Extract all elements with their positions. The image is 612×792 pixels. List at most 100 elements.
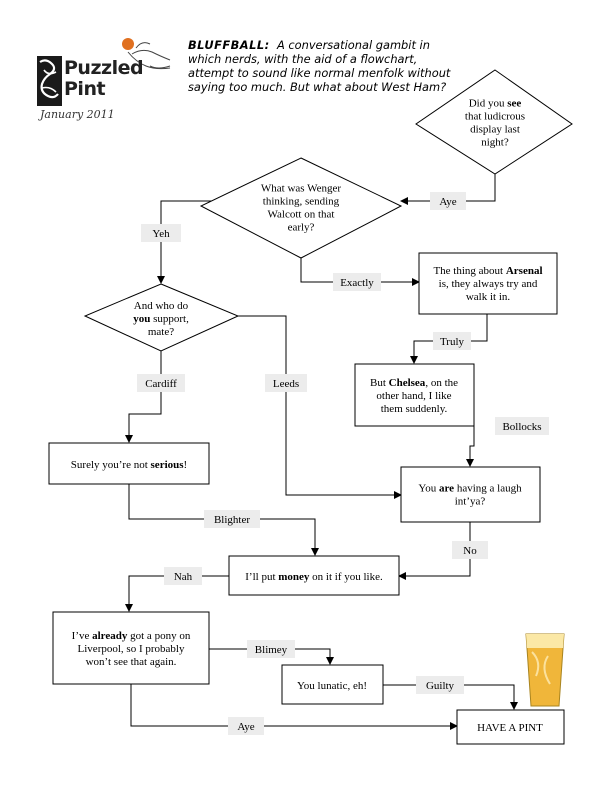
node-line: You are having a laugh (418, 483, 522, 495)
node-line: Walcott on that (268, 209, 335, 221)
edge-label-leeds: Leeds (265, 374, 307, 392)
edge-label-bg (137, 374, 185, 392)
edge-leeds (238, 315, 402, 499)
edge-label-aye1: Aye (430, 192, 466, 210)
edge-label-aye2: Aye (228, 717, 264, 735)
edge-label-bg (452, 541, 488, 559)
logo-mark (37, 56, 62, 106)
edge-label-no: No (452, 541, 488, 559)
edge-label-cardiff: Cardiff (137, 374, 185, 392)
node-label-n10: You lunatic, eh! (297, 680, 367, 692)
node-label-n6: Surely you’re not serious! (71, 459, 187, 471)
node-chelsea (354, 363, 475, 427)
edge-label-bollocks: Bollocks (495, 417, 549, 435)
edge-label-blimey: Blimey (247, 640, 295, 658)
edge-label-bg (164, 567, 202, 585)
edge-label-text: Blimey (255, 644, 288, 656)
node-lunatic (281, 664, 384, 705)
edge-label-bg (141, 224, 181, 242)
edge-label-bg (416, 676, 464, 694)
edge-label-guilty: Guilty (416, 676, 464, 694)
edge-label-text: Truly (440, 336, 465, 348)
node-did-you-see (415, 69, 573, 175)
node-line: What was Wenger (261, 183, 341, 195)
node-label-n8: I’ll put money on it if you like. (245, 571, 383, 583)
edge-label-text: Exactly (340, 277, 374, 289)
edge-label-text: Leeds (273, 378, 299, 390)
intro-definition: A conversational gambit in which nerds, … (188, 38, 451, 94)
node-who-support (83, 283, 240, 352)
edge-label-exactly: Exactly (333, 273, 381, 291)
edge-label-text: Blighter (214, 514, 250, 526)
node-line: night? (481, 137, 509, 149)
node-arsenal (418, 252, 558, 315)
edge-label-bg (204, 510, 260, 528)
node-line: thinking, sending (263, 196, 340, 208)
logo-month: January 2011 (40, 108, 115, 121)
edge-aye-2 (130, 684, 458, 730)
edge-label-bg (265, 374, 307, 392)
node-line: Did you see (469, 98, 522, 110)
node-put-money (228, 555, 400, 596)
edge-label-text: Guilty (426, 680, 455, 692)
edge-no (398, 522, 471, 580)
edge-cardiff (125, 351, 162, 443)
node-wenger (199, 157, 403, 259)
node-line: walk it in. (466, 291, 511, 303)
node-line: And who do (134, 300, 189, 312)
edge-label-text: Aye (237, 721, 254, 733)
edge-label-text: Yeh (152, 228, 170, 240)
node-line: But Chelsea, on the (370, 377, 458, 389)
edge-bollocks (466, 426, 475, 467)
node-line: display last (470, 124, 520, 136)
edge-label-bg (433, 332, 471, 350)
node-line: int’ya? (455, 496, 486, 508)
node-line: Surely you’re not serious! (71, 459, 187, 471)
edge-label-nah: Nah (164, 567, 202, 585)
edge-label-bg (333, 273, 381, 291)
node-line: them suddenly. (381, 403, 448, 415)
edge-label-text: Aye (439, 196, 456, 208)
node-line: I’ll put money on it if you like. (245, 571, 383, 583)
edge-label-text: Bollocks (502, 421, 541, 433)
node-surely (48, 442, 210, 485)
edge-label-text: No (463, 545, 477, 557)
logo-title-line1: Puzzled (64, 57, 144, 79)
edge-label-bg (495, 417, 549, 435)
node-line: HAVE A PINT (477, 722, 543, 734)
node-line: early? (288, 222, 315, 234)
node-already-pony (52, 611, 210, 685)
beer-pint-icon (525, 633, 565, 707)
node-have-a-pint (456, 709, 565, 745)
edge-label-blighter: Blighter (204, 510, 260, 528)
edge-label-bg (247, 640, 295, 658)
edge-label-text: Cardiff (145, 378, 177, 390)
node-line: is, they always try and (439, 278, 538, 290)
node-having-laugh (400, 466, 541, 523)
node-line: The thing about Arsenal (433, 265, 542, 277)
node-line: Liverpool, so I probably (78, 643, 185, 655)
node-line: I’ve already got a pony on (72, 630, 191, 642)
node-line: You lunatic, eh! (297, 680, 367, 692)
logo-title-line2: Pint (64, 78, 106, 100)
edge-label-text: Nah (174, 571, 193, 583)
hand-coin-icon (122, 38, 171, 70)
node-line: you support, (133, 313, 189, 325)
node-label-n11: HAVE A PINT (477, 722, 543, 734)
edge-label-bg (430, 192, 466, 210)
edge-label-truly: Truly (433, 332, 471, 350)
edge-label-yeh: Yeh (141, 224, 181, 242)
edge-aye-1 (465, 174, 496, 202)
node-line: won’t see that again. (86, 656, 177, 668)
node-line: that ludicrous (465, 111, 525, 123)
